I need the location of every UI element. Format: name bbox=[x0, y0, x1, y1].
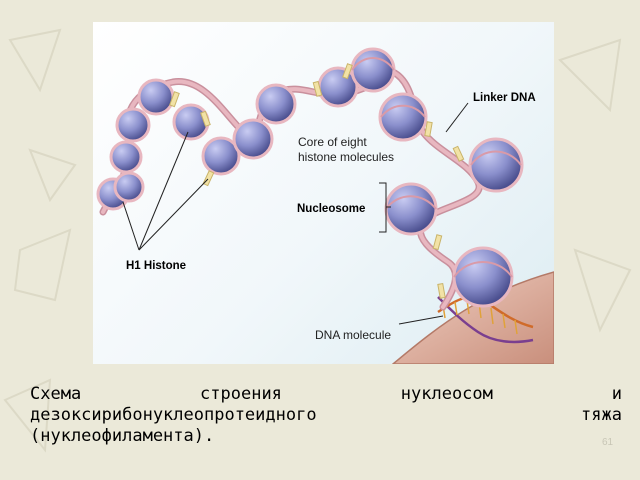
caption-word: и bbox=[611, 384, 622, 404]
caption-word: нуклеосом bbox=[400, 384, 493, 404]
nucleosome-wrap-lines bbox=[351, 57, 522, 278]
nucleosome-diagram: Linker DNA Core of eight histone molecul… bbox=[93, 22, 554, 364]
caption-line-2: дезоксирибонуклеопротеидного тяжа bbox=[30, 405, 622, 426]
caption-word: Схема bbox=[30, 384, 82, 404]
page-number: 61 bbox=[602, 437, 614, 448]
label-nucleosome: Nucleosome bbox=[297, 203, 365, 215]
nucleosome-balls bbox=[96, 47, 524, 308]
label-core-line2: histone molecules bbox=[298, 150, 394, 164]
label-linker-dna: Linker DNA bbox=[473, 92, 536, 104]
label-pointers bbox=[122, 102, 469, 325]
caption-word: тяжа bbox=[581, 405, 622, 425]
caption-word: строения bbox=[200, 384, 282, 404]
caption-line-1: Схема строения нуклеосом и bbox=[30, 384, 622, 405]
label-dna-molecule: DNA molecule bbox=[315, 328, 391, 342]
caption-word: дезоксирибонуклеопротеидного bbox=[30, 405, 317, 425]
caption-word: (нуклеофиламента). bbox=[30, 426, 215, 446]
linker-clips bbox=[169, 63, 465, 299]
label-h1-histone: H1 Histone bbox=[126, 260, 186, 272]
label-core-line1: Core of eight bbox=[298, 135, 367, 149]
caption-line-3: (нуклеофиламента). bbox=[30, 426, 622, 447]
slide-caption: Схема строения нуклеосом и дезоксирибону… bbox=[30, 384, 622, 447]
